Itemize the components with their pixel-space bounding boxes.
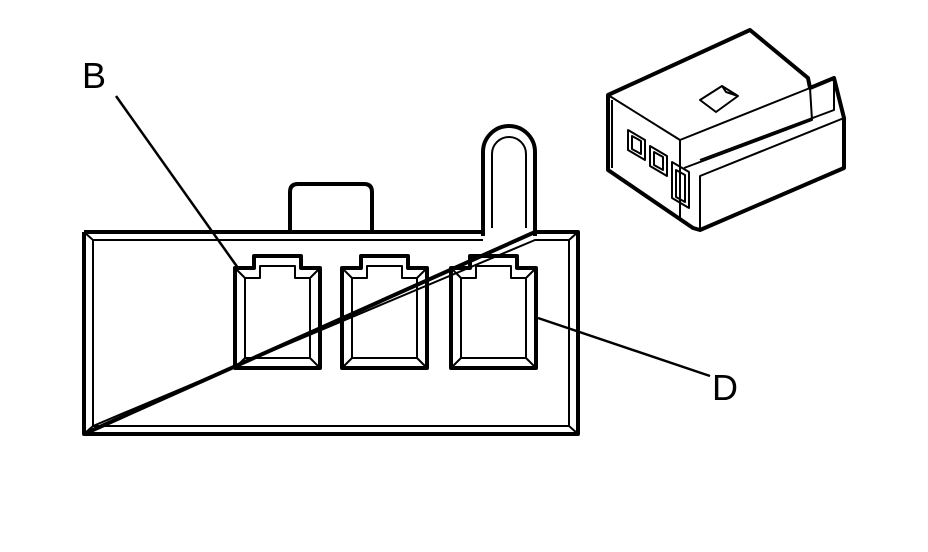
housing-outline	[82, 230, 580, 436]
label-b: B	[82, 55, 106, 96]
lock-loop-inner	[491, 136, 527, 228]
leader-line-b	[114, 95, 240, 269]
terminal-cavity-center	[340, 254, 429, 370]
housing-bevels	[83, 231, 579, 435]
leader-line-d	[537, 316, 711, 378]
latch-tab	[288, 182, 374, 230]
isometric-cavity-2	[649, 145, 668, 177]
terminal-cavity-d	[449, 254, 538, 370]
lock-loop-outer	[481, 124, 537, 236]
isometric-cavity-3	[671, 161, 690, 209]
isometric-cavity-1	[627, 129, 646, 161]
connector-face	[82, 124, 580, 436]
isometric-body-outline	[606, 28, 846, 232]
terminal-cavity-b	[233, 254, 322, 370]
isometric-latch	[699, 85, 739, 113]
connector-isometric-view	[606, 28, 846, 232]
label-d: D	[712, 367, 738, 408]
